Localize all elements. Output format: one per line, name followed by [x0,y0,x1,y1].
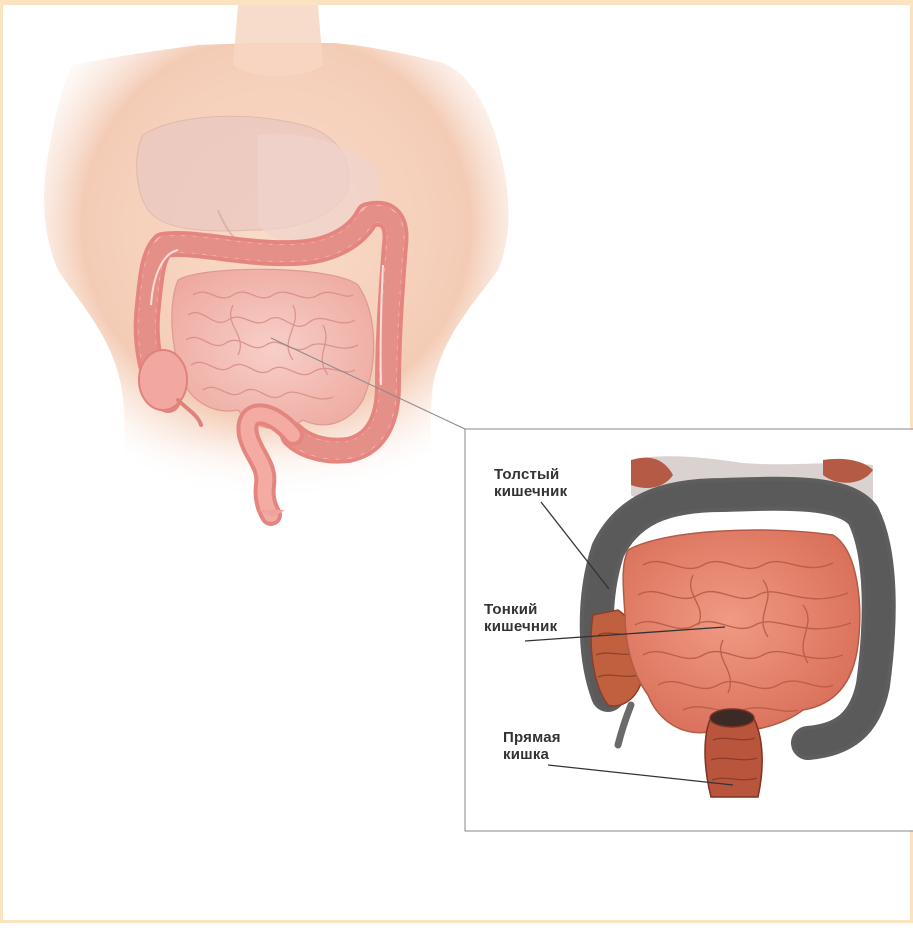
label-small-intestine: Тонкий кишечник [484,601,557,635]
label-rectum: Прямая кишка [503,729,561,763]
anatomy-illustration [3,5,913,928]
label-large-intestine: Толстый кишечник [494,466,567,500]
